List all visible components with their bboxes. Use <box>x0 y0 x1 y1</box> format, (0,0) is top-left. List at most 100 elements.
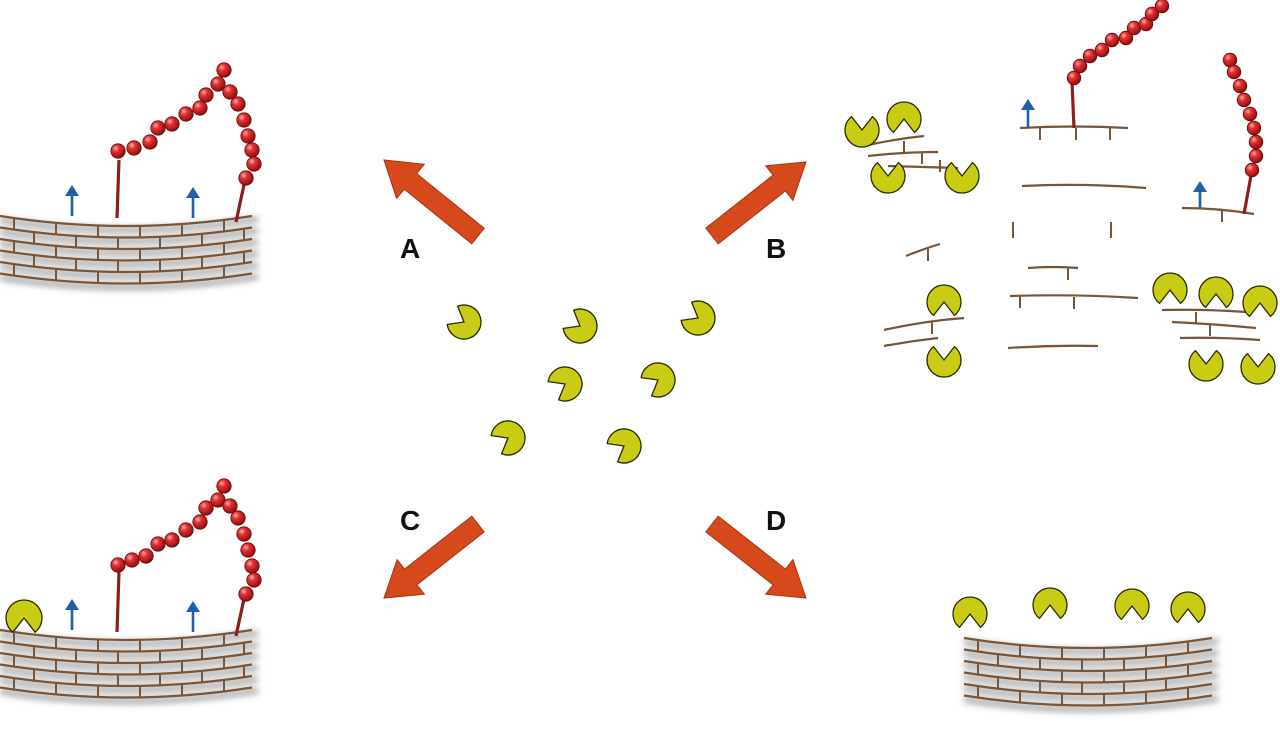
chain-bead <box>1248 148 1264 164</box>
chain-bead <box>236 526 252 542</box>
blue-marker-head <box>1021 99 1035 110</box>
chain-bead <box>178 106 194 122</box>
chain-bead <box>238 170 254 186</box>
wall-shadow <box>963 638 1219 713</box>
pacman-enzyme-icon <box>886 101 922 134</box>
label-a: A <box>400 233 420 264</box>
blue-marker-head <box>1193 181 1207 192</box>
chain-bead <box>164 532 180 548</box>
chain-bead <box>246 156 262 172</box>
chain-bead <box>222 84 238 100</box>
chain-bead <box>236 112 252 128</box>
wall-fragment <box>1181 206 1255 216</box>
arrow-a <box>383 159 485 245</box>
chain-bead <box>198 500 214 516</box>
label-d: D <box>766 505 786 536</box>
chain-bead <box>126 140 142 156</box>
chain-bead <box>192 100 208 116</box>
pacman-enzyme-icon <box>490 420 526 456</box>
chain-bead <box>1104 32 1120 48</box>
cell-wall-a <box>0 214 259 291</box>
label-b: B <box>766 233 786 264</box>
wall-row <box>0 260 253 274</box>
blue-marker-head <box>186 601 200 612</box>
wall-fragments-b <box>863 125 1261 350</box>
chain-bead <box>1236 92 1252 108</box>
pacman-enzyme-icon <box>1170 591 1206 624</box>
wall-row <box>963 648 1213 661</box>
wall-row <box>0 272 253 285</box>
chain-bead <box>222 498 238 514</box>
chain-bead <box>1222 52 1238 68</box>
chain-bead <box>230 510 246 526</box>
pacman-enzyme-icon <box>944 161 980 194</box>
wall-row <box>0 640 253 653</box>
pacman-enzyme-icon <box>446 304 482 340</box>
cell-wall-d <box>963 636 1219 713</box>
wall-fragment <box>883 316 965 332</box>
wall-fragment <box>1009 294 1139 300</box>
chain-bead <box>110 143 126 159</box>
chain-stalk <box>234 179 247 223</box>
pacman-enzyme-icon <box>1198 276 1234 309</box>
enzymes-c <box>5 599 43 634</box>
pacman-enzyme-icon <box>640 362 676 398</box>
chain-bead <box>246 572 262 588</box>
pacman-enzyme-icon <box>680 300 716 336</box>
wall-row <box>0 237 253 251</box>
chain-bead <box>1072 58 1088 74</box>
bead-chain-c <box>110 478 262 602</box>
panel-b-degraded-wall <box>844 0 1278 385</box>
pacman-enzyme-icon <box>5 599 43 634</box>
pacman-enzyme-icon <box>562 308 598 344</box>
chain-bead <box>192 514 208 530</box>
pacman-enzyme-icon <box>1188 349 1224 382</box>
pacman-enzyme-icon <box>952 596 988 629</box>
wall-row <box>0 249 253 262</box>
pacman-enzyme-icon <box>547 366 583 402</box>
wall-shadow <box>0 630 259 705</box>
wall-fragment <box>1027 265 1079 270</box>
pacman-enzyme-icon <box>870 161 906 194</box>
label-c: C <box>400 505 420 536</box>
wall-row <box>0 214 253 228</box>
enzymes-d <box>952 587 1206 629</box>
panel-a-intact-wall <box>0 62 262 291</box>
chain-bead <box>150 536 166 552</box>
wall-fragment <box>1007 344 1099 350</box>
chain-bead <box>240 128 256 144</box>
chain-bead <box>1232 78 1248 94</box>
chain-bead <box>124 552 140 568</box>
chain-bead <box>230 96 246 112</box>
wall-row <box>963 694 1213 707</box>
chain-stalk <box>1242 169 1254 215</box>
bead-chains-b <box>1066 0 1264 215</box>
chain-bead <box>1226 64 1242 80</box>
wall-fragment <box>1161 308 1247 314</box>
pacman-enzyme-icon <box>1114 588 1150 621</box>
wall-fragment <box>867 150 939 158</box>
chain-bead <box>1118 30 1134 46</box>
wall-row <box>0 686 253 699</box>
chain-bead <box>1246 120 1262 136</box>
wall-fragment <box>905 242 941 258</box>
chain-stalk <box>115 571 121 633</box>
enzymes-b <box>844 101 1278 385</box>
chain-bead <box>1244 162 1260 178</box>
pacman-enzyme-icon <box>926 345 962 378</box>
central-enzymes <box>446 300 716 464</box>
panel-d-wall-enzymes <box>952 587 1219 713</box>
pacman-enzyme-icon <box>606 428 642 464</box>
chain-bead <box>238 586 254 602</box>
chain-bead <box>240 542 256 558</box>
chain-bead <box>216 62 232 78</box>
blue-markers-a <box>65 185 200 218</box>
pacman-enzyme-icon <box>926 284 962 317</box>
wall-row <box>0 651 253 665</box>
chain-bead <box>244 142 260 158</box>
chain-bead <box>1082 48 1098 64</box>
chain-bead <box>1094 42 1110 58</box>
chain-bead <box>110 557 126 573</box>
chain-bead <box>1126 20 1142 36</box>
